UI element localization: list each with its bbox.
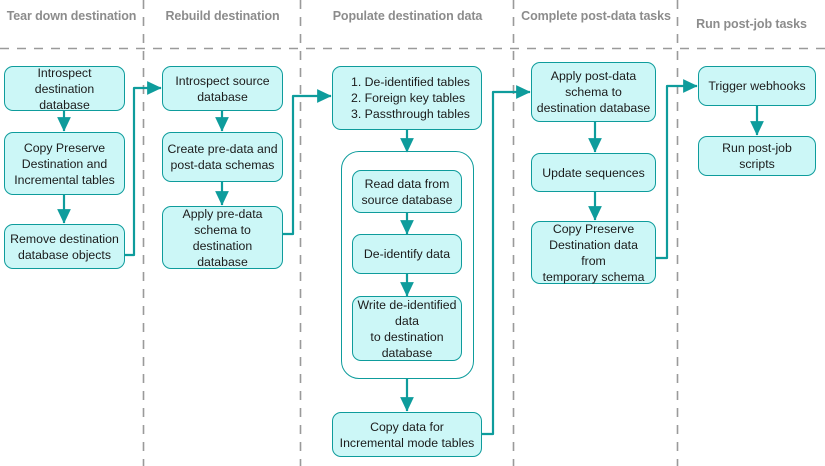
node-write-de-identified-data-to-destination-database[interactable]: Write de-identified data to destination … (352, 296, 462, 361)
node-run-post-job-scripts[interactable]: Run post-job scripts (698, 136, 816, 176)
connector-copy-incremental-to-apply-post-data (481, 85, 531, 436)
connector-apply-pre-data-to-table-type-list (283, 89, 332, 236)
node-copy-preserve-destination-data-from-temporary-schema[interactable]: Copy Preserve Destination data from temp… (531, 221, 656, 284)
node-trigger-webhooks[interactable]: Trigger webhooks (698, 66, 816, 106)
connector-remove-dest-to-introspect-source (125, 81, 162, 257)
node-apply-pre-data-schema-to-destination-database[interactable]: Apply pre-data schema to destination dat… (162, 206, 283, 269)
node-read-data-from-source-database[interactable]: Read data from source database (352, 170, 462, 213)
lane-header-run-post-job-tasks: Run post-job tasks (696, 17, 807, 31)
node-copy-data-for-incremental-mode-tables[interactable]: Copy data for Incremental mode tables (332, 412, 482, 457)
node-introspect-destination-database[interactable]: Introspect destination database (4, 66, 125, 112)
lane-header-tear-down-destination: Tear down destination (6, 9, 137, 23)
de-identification-loop-group (341, 151, 474, 379)
lane-header-rebuild-destination: Rebuild destination (165, 9, 280, 23)
node-de-identify-data[interactable]: De-identify data (352, 234, 462, 274)
node-copy-preserve-destination-and-incremental-tables[interactable]: Copy Preserve Destination and Incrementa… (4, 132, 125, 195)
node-table-type-list[interactable]: 1. De-identified tables 2. Foreign key t… (332, 66, 482, 130)
connector-copy-preserve-dest-to-trigger-webhooks (656, 79, 698, 260)
node-introspect-source-database[interactable]: Introspect source database (162, 66, 283, 111)
lane-header-populate-destination-data: Populate destination data (332, 9, 483, 23)
lane-header-complete-post-data-tasks: Complete post-data tasks (521, 9, 671, 23)
node-apply-post-data-schema-to-destination-database[interactable]: Apply post-data schema to destination da… (531, 62, 656, 122)
node-create-pre-data-and-post-data-schemas[interactable]: Create pre-data and post-data schemas (162, 132, 283, 182)
node-remove-destination-database-objects[interactable]: Remove destination database objects (4, 224, 125, 269)
node-update-sequences[interactable]: Update sequences (531, 153, 656, 192)
